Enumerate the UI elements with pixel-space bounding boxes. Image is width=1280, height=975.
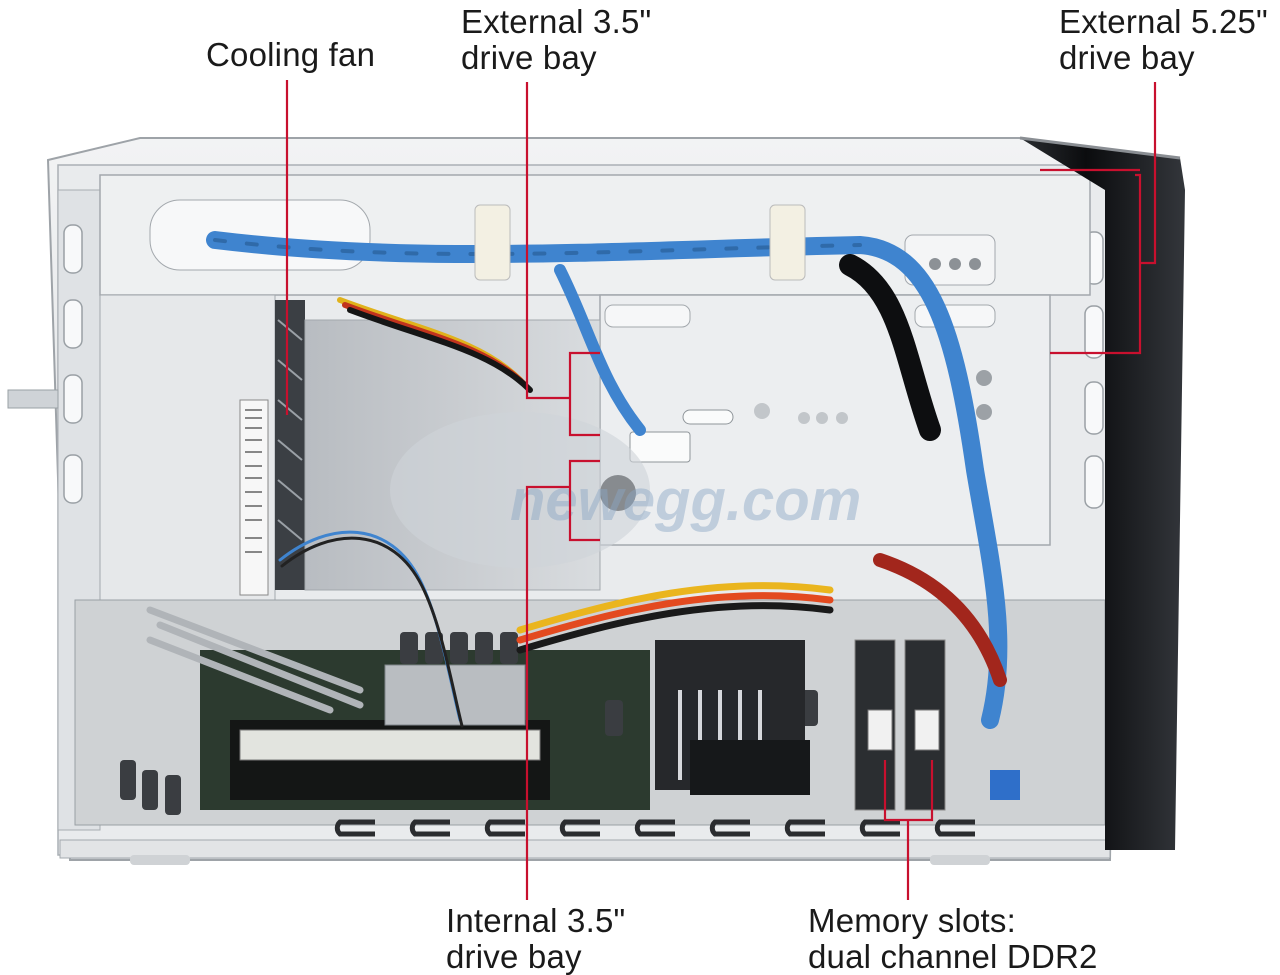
bracket-external-35 — [568, 351, 600, 437]
label-memory-line2: dual channel DDR2 — [808, 938, 1098, 975]
leader-lines — [285, 80, 1157, 900]
label-external-35-line2: drive bay — [461, 39, 597, 76]
cables — [206, 231, 1008, 729]
label-memory-slots: Memory slots: dual channel DDR2 — [808, 903, 1098, 975]
label-memory-line1: Memory slots: — [808, 902, 1016, 939]
leader-external-35 — [525, 82, 570, 400]
power-supply — [99, 294, 650, 601]
leader-internal-35 — [525, 485, 570, 900]
label-external-35-line1: External 3.5" — [461, 3, 652, 40]
front-bezel — [1019, 136, 1185, 850]
bracket-external-525 — [1050, 173, 1142, 355]
label-external-525-line1: External 5.25" — [1059, 3, 1268, 40]
label-external-35-drive-bay: External 3.5" drive bay — [461, 4, 651, 76]
bracket-memory — [883, 760, 934, 822]
bracket-internal-35 — [568, 459, 600, 542]
label-external-525-line2: drive bay — [1059, 39, 1195, 76]
cpu-heatsink — [655, 640, 810, 795]
memory-slots — [854, 639, 946, 811]
label-internal-35-line2: drive bay — [446, 938, 582, 975]
label-cooling-fan: Cooling fan — [206, 37, 375, 73]
label-external-525-drive-bay: External 5.25" drive bay — [1059, 4, 1268, 76]
watermark-text: newegg.com — [510, 468, 861, 533]
label-internal-35-drive-bay: Internal 3.5" drive bay — [446, 903, 625, 975]
label-internal-35-line1: Internal 3.5" — [446, 902, 626, 939]
bottom-vents — [334, 819, 975, 837]
label-cooling-fan-line1: Cooling fan — [206, 36, 376, 73]
leader-external-525 — [1140, 82, 1157, 265]
motherboard — [74, 599, 1106, 826]
